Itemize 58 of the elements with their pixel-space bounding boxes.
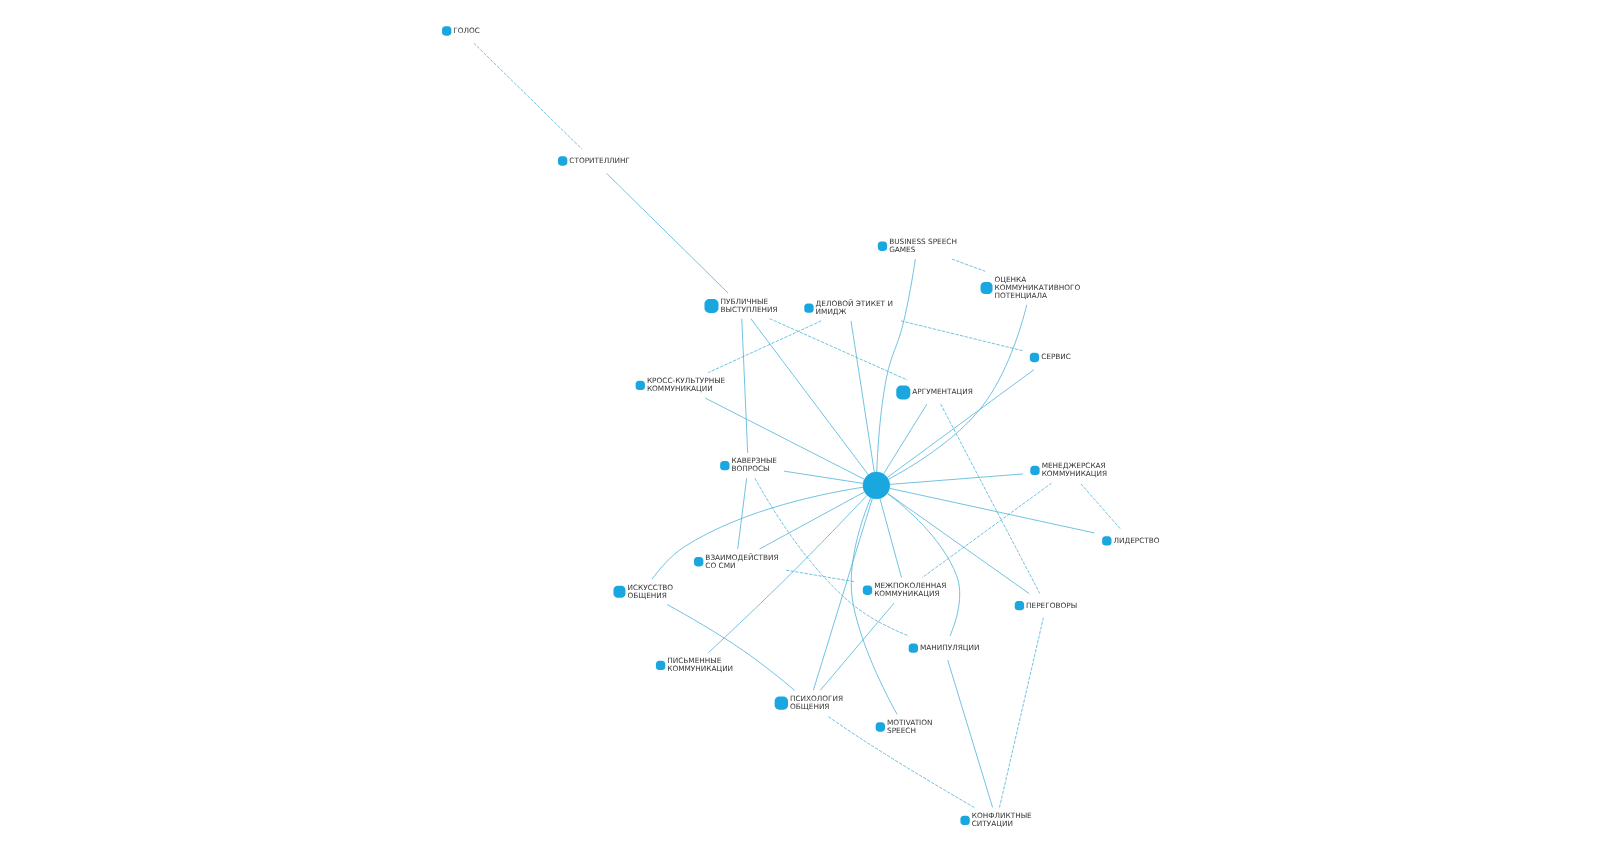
connector	[826, 715, 974, 808]
connector	[736, 477, 746, 550]
connector	[998, 617, 1043, 808]
node-circle	[654, 660, 665, 671]
connector	[768, 318, 907, 381]
connector	[749, 318, 868, 476]
node-circle	[773, 696, 787, 710]
connector	[707, 495, 867, 654]
connector	[605, 172, 728, 294]
connector	[946, 659, 992, 808]
connector	[885, 492, 960, 637]
node-circle	[693, 557, 703, 567]
node-circle	[1029, 465, 1039, 475]
connector	[950, 258, 985, 272]
node-circle	[1028, 352, 1039, 363]
connector	[882, 403, 927, 475]
connector	[878, 498, 901, 578]
node-circle	[861, 585, 872, 595]
connector	[650, 486, 863, 580]
node-circle	[895, 385, 910, 400]
connector	[888, 487, 1094, 534]
connector	[899, 320, 1022, 351]
connector	[875, 258, 915, 473]
connector	[753, 478, 909, 637]
connector	[886, 304, 1027, 480]
connector	[939, 403, 1040, 594]
node-circle	[861, 471, 890, 500]
connector	[782, 470, 863, 484]
node-circle	[874, 722, 884, 732]
connector	[1078, 482, 1120, 529]
connector	[849, 497, 897, 715]
node-circle	[1013, 600, 1024, 611]
connector	[758, 491, 864, 550]
connector	[740, 318, 748, 454]
connector	[472, 42, 582, 150]
connector	[849, 320, 874, 473]
node-circle	[634, 380, 644, 391]
connector	[811, 498, 872, 691]
connector	[885, 369, 1034, 478]
connector	[784, 569, 855, 583]
connector	[703, 397, 864, 480]
node-circle	[979, 282, 992, 295]
node-circle	[719, 460, 729, 471]
connector	[920, 482, 1051, 578]
node-circle	[803, 303, 813, 313]
node-circle	[557, 156, 567, 166]
connector	[706, 320, 821, 373]
node-circle	[876, 241, 887, 251]
node-circle	[959, 815, 969, 825]
connector	[886, 492, 1029, 594]
node-circle	[907, 643, 918, 653]
node-circle	[703, 298, 718, 313]
connector	[888, 473, 1023, 485]
node-circle	[441, 26, 451, 36]
connector	[665, 604, 794, 691]
connector	[818, 602, 894, 691]
node-circle	[612, 585, 625, 598]
node-circle	[1101, 536, 1111, 546]
